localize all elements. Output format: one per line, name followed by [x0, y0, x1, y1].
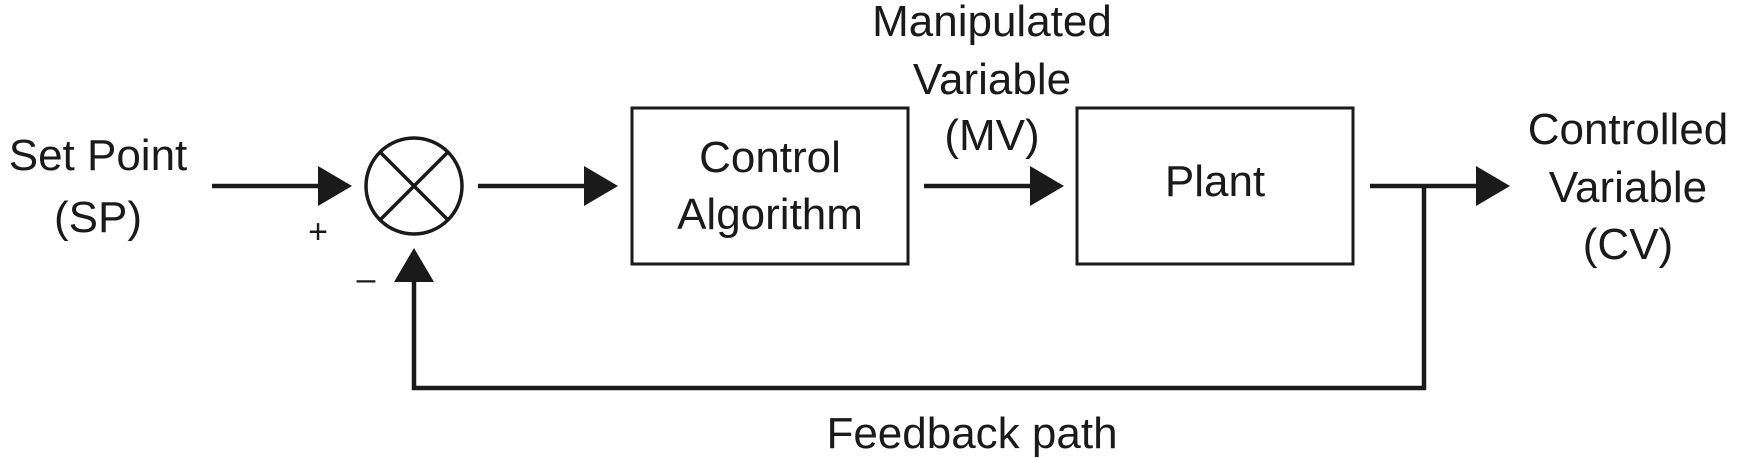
controlled-variable-label-line1: Controlled — [1528, 105, 1729, 154]
control-algorithm-block — [630, 106, 910, 266]
plus-sign: + — [308, 213, 328, 251]
controlled-variable-label-line3: (CV) — [1583, 220, 1673, 269]
set-point-label-line2: (SP) — [54, 193, 142, 242]
control-algorithm-label-line2: Algorithm — [677, 190, 863, 239]
manipulated-variable-label-line2: Variable — [913, 55, 1071, 104]
feedback-path-label: Feedback path — [826, 409, 1117, 458]
manipulated-variable-label-line3: (MV) — [944, 111, 1039, 160]
cv-arrowhead — [1476, 166, 1510, 206]
set-point-arrowhead — [318, 166, 352, 206]
control-algorithm-label-line1: Control — [699, 133, 841, 182]
controlled-variable-label-line2: Variable — [1549, 163, 1707, 212]
manipulated-variable-label-line1: Manipulated — [872, 0, 1112, 46]
plant-label: Plant — [1165, 157, 1265, 206]
mv-arrowhead — [1030, 166, 1064, 206]
plant-block — [1075, 106, 1355, 266]
feedback-arrowhead — [394, 248, 434, 282]
summing-junction — [364, 136, 464, 236]
error-arrowhead — [584, 166, 618, 206]
feedback-path-line — [411, 186, 1427, 391]
set-point-label-line1: Set Point — [9, 131, 188, 180]
minus-sign: – — [357, 260, 376, 298]
